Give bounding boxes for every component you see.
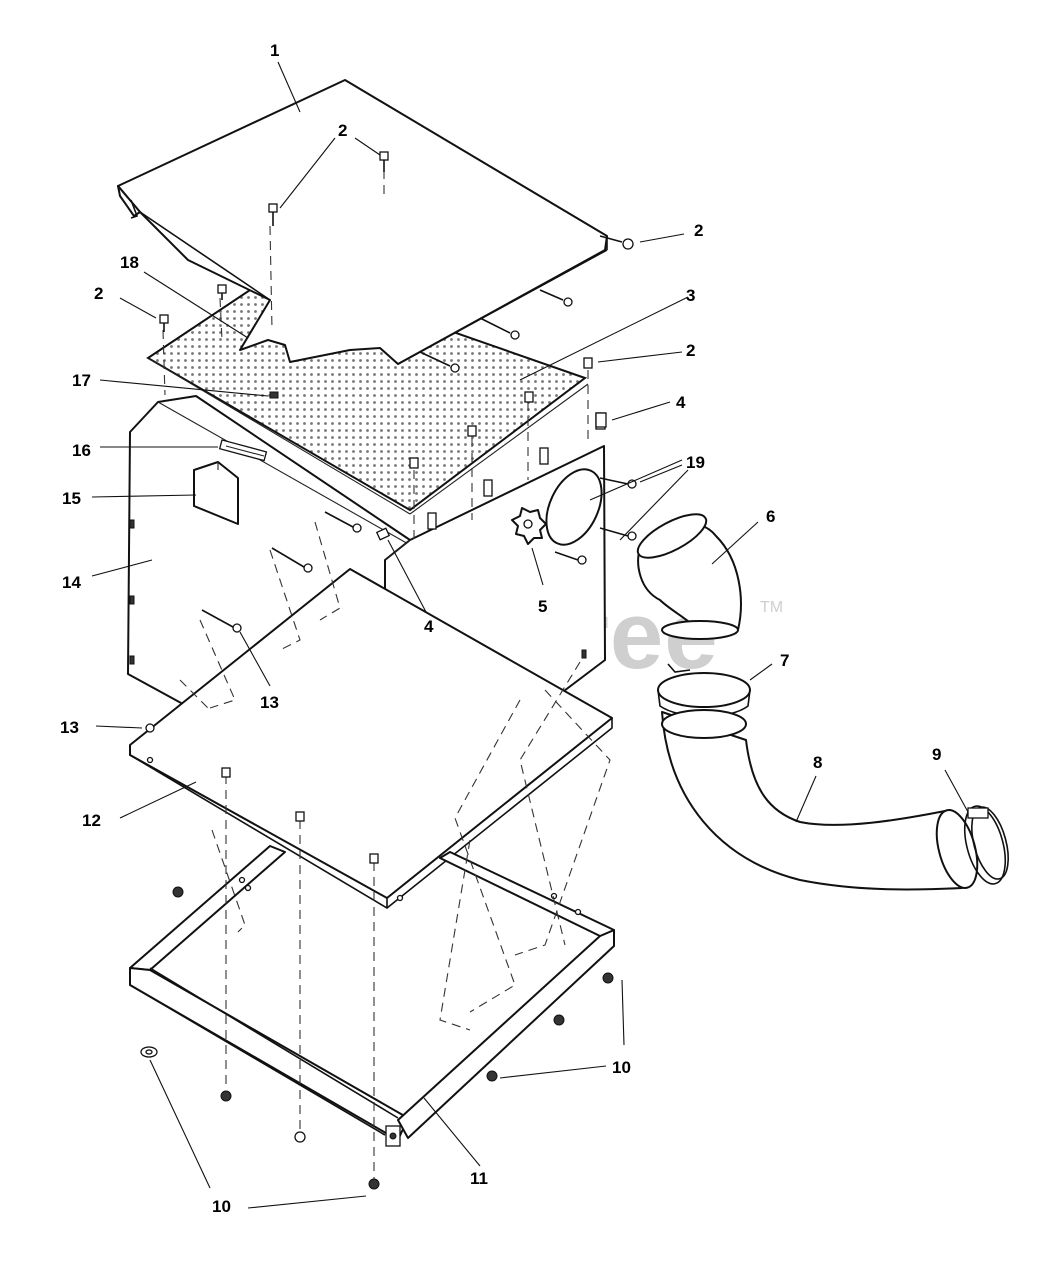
leader-lines: [91, 61, 969, 1209]
callout-11: 11: [470, 1169, 488, 1188]
callout-13: 13: [60, 718, 79, 737]
screw: [539, 289, 573, 307]
nut: [220, 1090, 232, 1102]
screw: [145, 723, 155, 733]
callout-10: 10: [612, 1058, 631, 1077]
screw: [479, 317, 520, 340]
callout-2: 2: [94, 284, 103, 303]
clip-part-17: [269, 391, 279, 399]
callout-16: 16: [72, 441, 91, 460]
callout-14: 14: [62, 573, 81, 592]
callouts: 1 2 2 2 2 3 4 4 5 6 7 8 9 10 10 11 12 13…: [60, 41, 941, 1216]
clamp-part-9: [963, 805, 1009, 885]
nut: [486, 1070, 498, 1082]
screw: [217, 284, 227, 300]
callout-17: 17: [72, 371, 91, 390]
screw: [524, 391, 534, 403]
fan-flange: [545, 468, 603, 546]
nut: [602, 972, 614, 984]
nut: [294, 1131, 306, 1143]
clip-part-4: [375, 412, 607, 541]
callout-12: 12: [82, 811, 101, 830]
callout-7: 7: [780, 651, 789, 670]
screw: [268, 203, 278, 226]
hardware: [140, 151, 637, 1190]
nut: [553, 1014, 565, 1026]
impeller-hub: [511, 507, 547, 545]
bolt: [295, 811, 305, 822]
bottom-frame: [129, 845, 615, 1147]
callout-9: 9: [932, 745, 941, 764]
callout-2: 2: [338, 121, 347, 140]
bracket-part-15: [193, 461, 239, 525]
screw: [324, 511, 362, 533]
elbow-part-6: [636, 513, 742, 640]
watermark-trademark: TM: [760, 599, 783, 616]
callout-18: 18: [120, 253, 139, 272]
callout-13: 13: [260, 693, 279, 712]
nut: [172, 886, 184, 898]
assembly-lines: [162, 170, 611, 1180]
screw: [583, 357, 593, 369]
screen-mesh: [146, 288, 589, 515]
screw: [271, 547, 313, 573]
screw: [201, 609, 242, 633]
top-cover: [117, 79, 608, 365]
screw: [419, 351, 460, 373]
hose-part-8: [661, 709, 979, 891]
screw: [599, 477, 637, 489]
callout-1: 1: [270, 41, 279, 60]
washer: [140, 1046, 158, 1058]
nut: [368, 1178, 380, 1190]
screw: [409, 457, 419, 469]
callout-4: 4: [424, 617, 434, 636]
screw: [379, 151, 389, 172]
callout-2: 2: [686, 341, 695, 360]
callout-10: 10: [212, 1197, 231, 1216]
callout-19: 19: [686, 453, 705, 472]
bolt: [369, 853, 379, 864]
callout-3: 3: [686, 286, 695, 305]
screw: [554, 551, 587, 565]
callout-8: 8: [813, 753, 822, 772]
callout-15: 15: [62, 489, 81, 508]
callout-4: 4: [676, 393, 686, 412]
bolt: [221, 767, 231, 778]
screw: [467, 425, 477, 437]
callout-2: 2: [694, 221, 703, 240]
screw: [599, 235, 634, 250]
callout-6: 6: [766, 507, 775, 526]
screw: [599, 527, 637, 541]
screw: [159, 314, 169, 332]
callout-5: 5: [538, 597, 547, 616]
grommet-part-16: [218, 439, 268, 462]
